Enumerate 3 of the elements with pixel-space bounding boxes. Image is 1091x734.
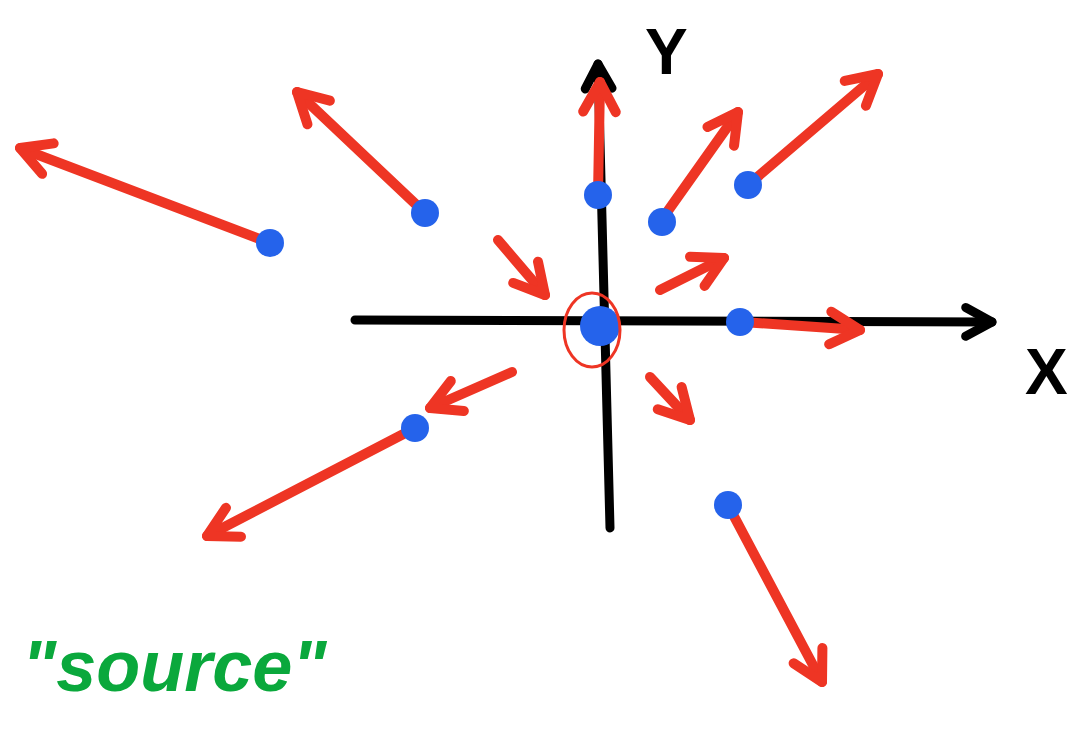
axis-label: X (1025, 340, 1068, 404)
axis-label: Y (645, 20, 688, 84)
caption-text: "source" (22, 630, 327, 702)
